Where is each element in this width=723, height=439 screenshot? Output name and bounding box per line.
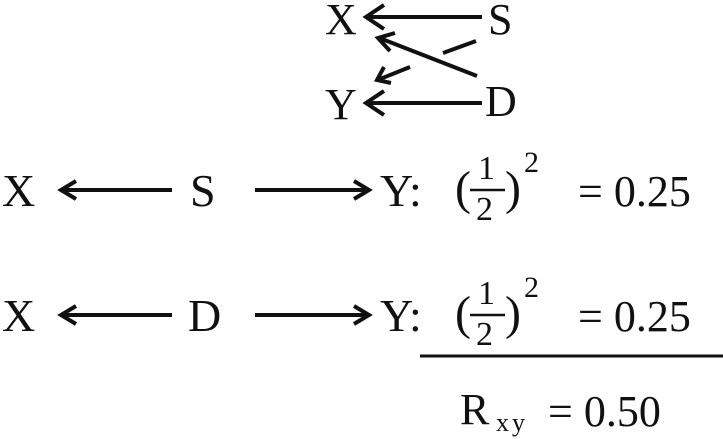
- arrow-d-to-x: [381, 37, 478, 78]
- node-s: S: [488, 0, 513, 44]
- node-d: D: [485, 77, 517, 126]
- node-y: Y: [325, 80, 357, 129]
- arrow-s-to-y-b: [379, 65, 411, 81]
- arrow-s-to-y-a: [442, 39, 477, 55]
- node-x: X: [325, 0, 357, 44]
